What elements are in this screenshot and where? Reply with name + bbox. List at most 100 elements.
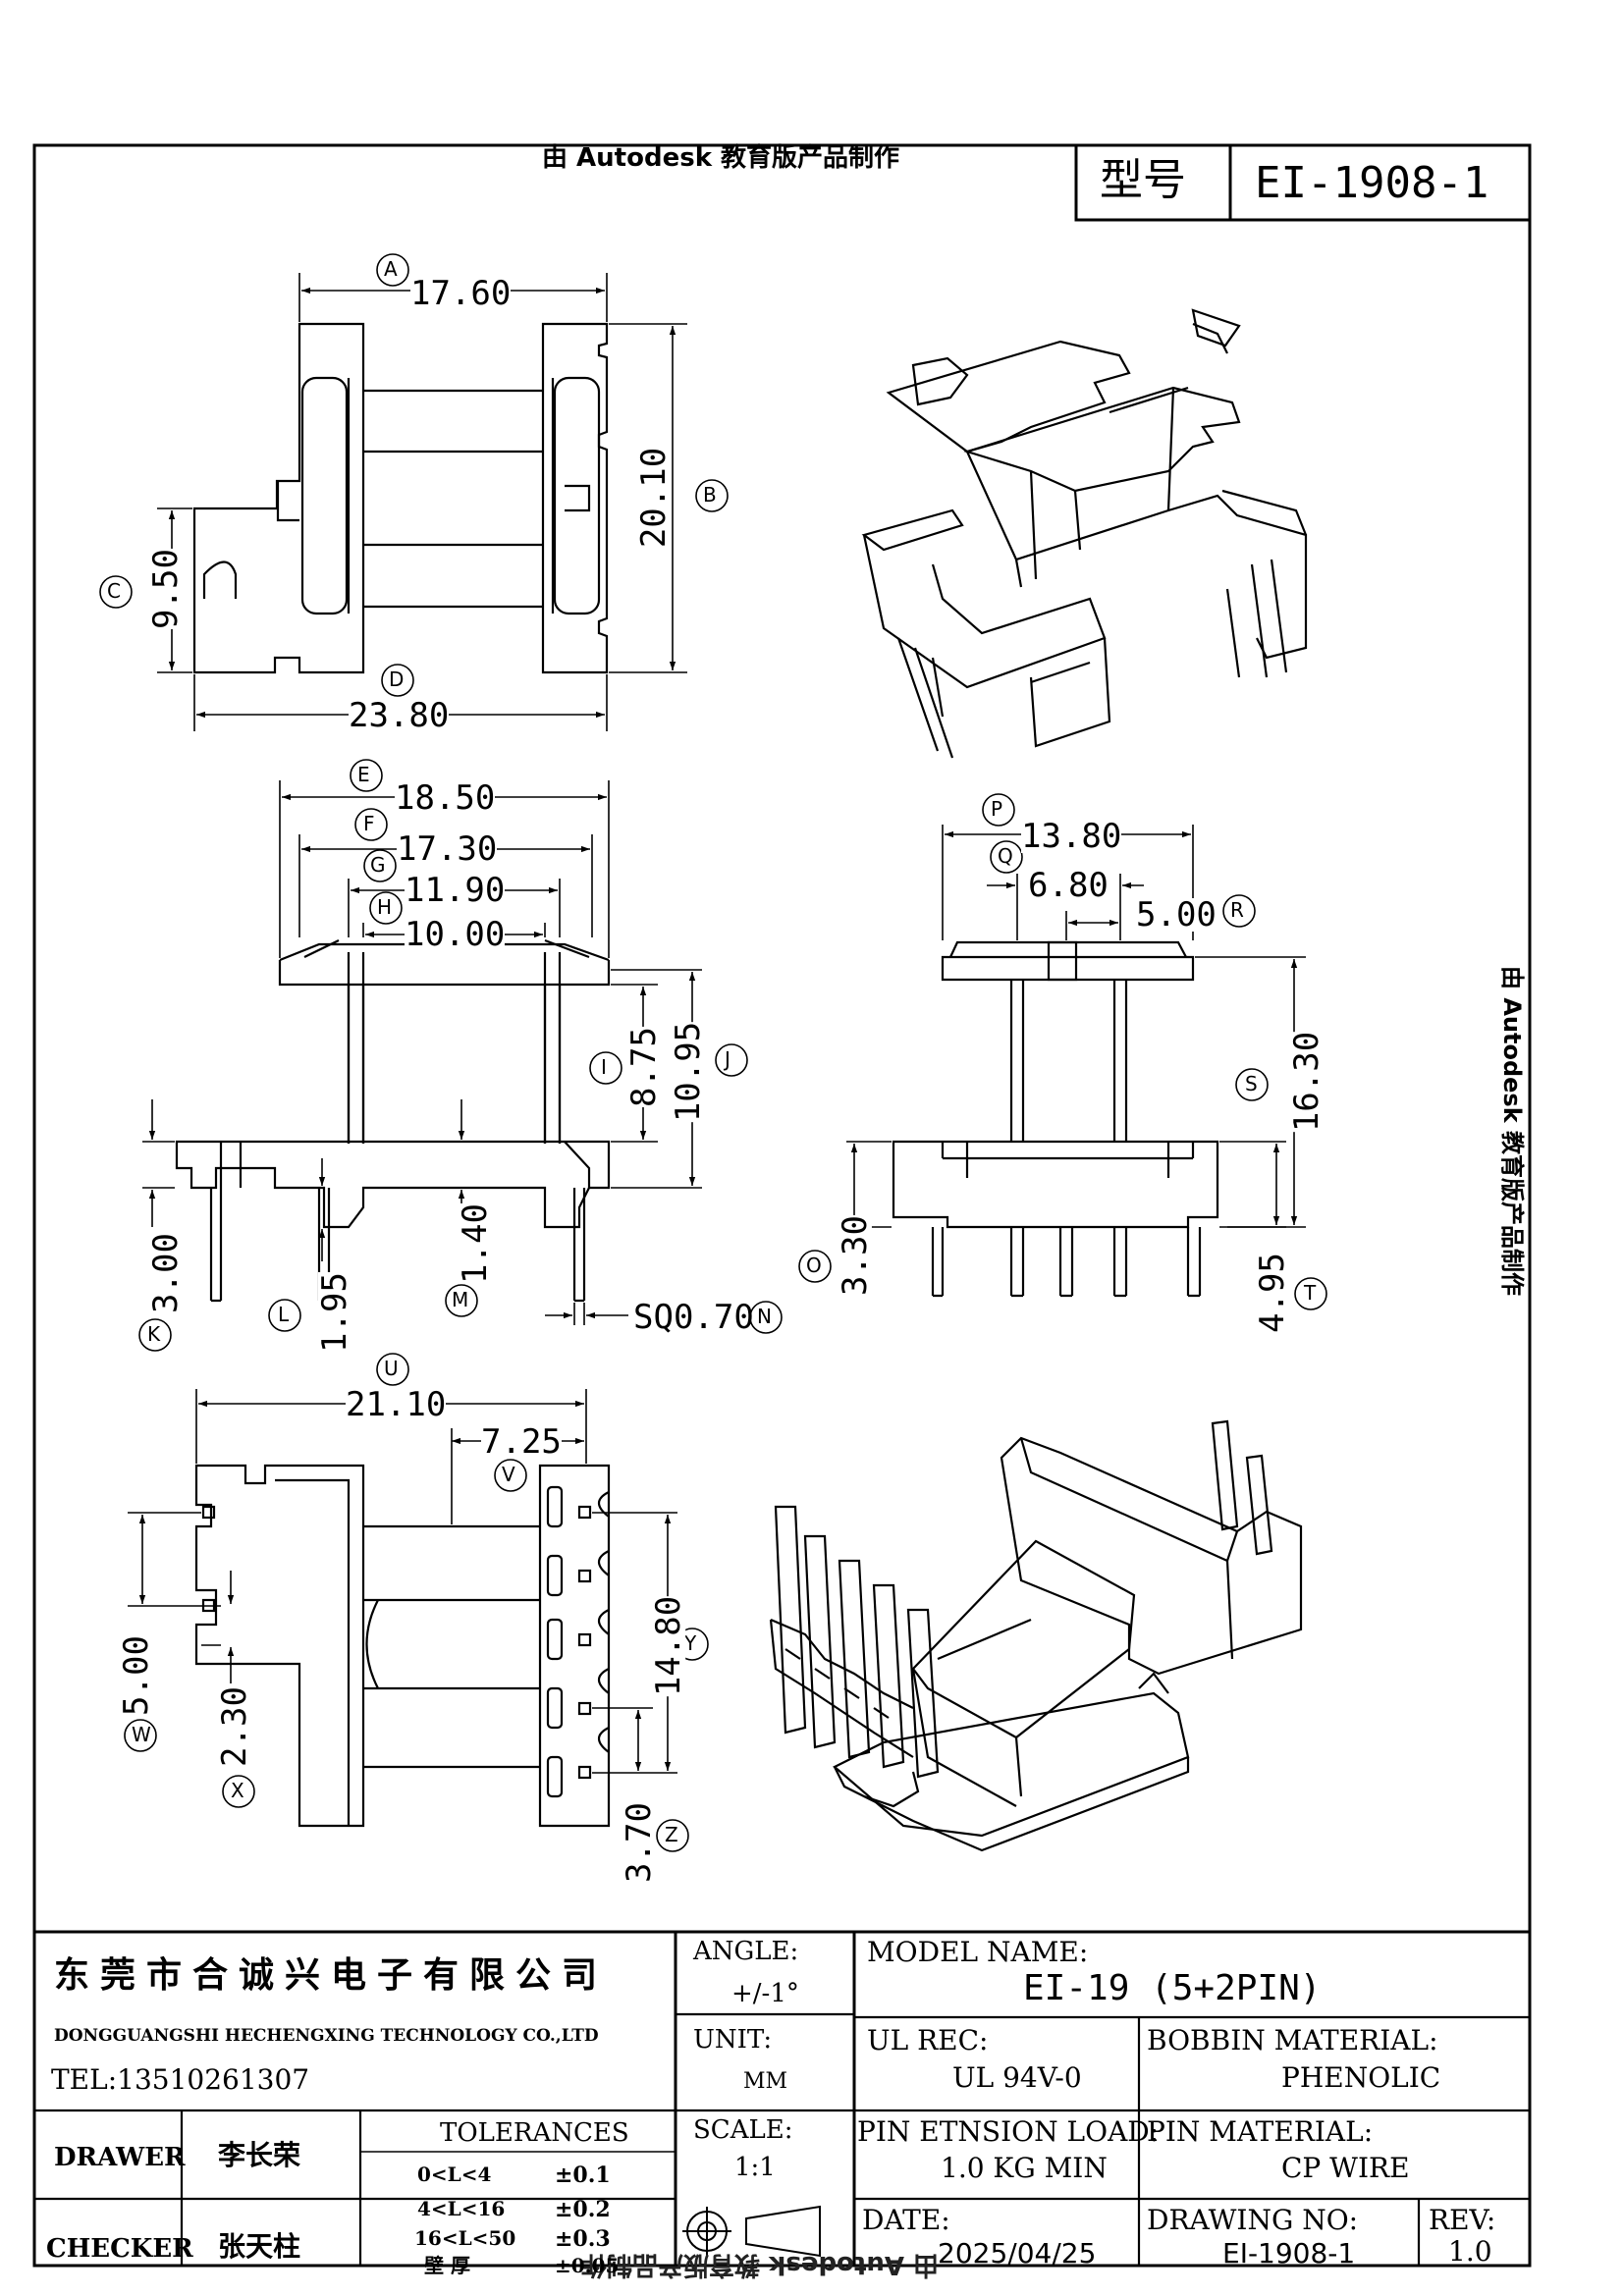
callout-u: U xyxy=(384,1357,399,1380)
company-tel: TEL:13510261307 xyxy=(51,2063,310,2096)
dim-m: 1.40 xyxy=(455,1203,495,1284)
model-value: EI-1908-1 xyxy=(1255,158,1489,208)
callout-p: P xyxy=(991,797,1003,821)
pin-load-value: 1.0 KG MIN xyxy=(941,2152,1108,2184)
watermark-right: 由 Autodesk 教育版产品制作 xyxy=(1498,965,1527,1297)
callout-o: O xyxy=(806,1254,822,1277)
tolerances-label: TOLERANCES xyxy=(440,2118,629,2148)
date-label: DATE: xyxy=(862,2204,950,2236)
pin-load-label: PIN ETNSION LOAD: xyxy=(857,2115,1160,2148)
bottom-view xyxy=(194,1464,611,1828)
drawing-no-value: EI-1908-1 xyxy=(1222,2237,1356,2269)
model-name-value: EI-19 (5+2PIN) xyxy=(1023,1968,1322,2008)
dim-o: 3.30 xyxy=(835,1215,875,1296)
callout-j: J xyxy=(725,1047,730,1071)
callout-y: Y xyxy=(684,1631,697,1655)
callout-n: N xyxy=(757,1305,772,1328)
callout-l: L xyxy=(278,1303,290,1326)
title-block-lines xyxy=(34,1930,1530,2266)
tolerance-value-1: ±0.2 xyxy=(555,2197,611,2222)
callout-b: B xyxy=(703,483,717,507)
company-name-en: DONGGUANGSHI HECHENGXING TECHNOLOGY CO.,… xyxy=(54,2026,599,2046)
dim-n: SQ0.70 xyxy=(633,1298,754,1337)
dim-j: 10.95 xyxy=(669,1021,709,1123)
dim-t: 4.95 xyxy=(1252,1253,1292,1333)
drawer-name: 李长荣 xyxy=(218,2139,301,2171)
callout-e: E xyxy=(357,763,370,786)
callout-k: K xyxy=(147,1322,161,1346)
callout-x: X xyxy=(231,1779,244,1802)
scale-label: SCALE: xyxy=(693,2115,793,2145)
callout-a: A xyxy=(384,257,398,281)
dim-a: 17.60 xyxy=(410,274,512,313)
dim-y: 14.80 xyxy=(649,1595,689,1697)
side-view xyxy=(892,940,1219,1298)
top-view xyxy=(192,322,609,674)
dim-f: 17.30 xyxy=(397,829,498,869)
dim-w: 5.00 xyxy=(116,1635,156,1716)
angle-value: +/-1° xyxy=(731,1979,799,2008)
model-name-label: MODEL NAME: xyxy=(867,1936,1089,1968)
tolerance-value-3: ±0.05 xyxy=(555,2254,620,2277)
dim-s: 16.30 xyxy=(1287,1031,1327,1133)
drawing-border xyxy=(32,143,1532,2268)
tolerance-range-0: 0<L<4 xyxy=(417,2163,492,2186)
tolerance-range-2: 16<L<50 xyxy=(414,2226,516,2250)
tolerance-value-2: ±0.3 xyxy=(555,2226,611,2252)
callout-g: G xyxy=(370,853,386,877)
ul-rec-value: UL 94V-0 xyxy=(952,2061,1082,2094)
watermark-top: 由 Autodesk 教育版产品制作 xyxy=(542,143,900,173)
unit-value: MM xyxy=(743,2069,788,2094)
dim-b: 20.10 xyxy=(634,447,675,549)
dim-u: 21.10 xyxy=(346,1385,447,1424)
dim-r: 5.00 xyxy=(1136,895,1217,934)
dim-q: 6.80 xyxy=(1028,866,1109,905)
callout-w: W xyxy=(132,1723,151,1746)
drawing-no-label: DRAWING NO: xyxy=(1147,2204,1359,2236)
callout-q: Q xyxy=(998,844,1013,868)
projection-symbol xyxy=(682,2205,821,2258)
tolerance-range-1: 4<L<16 xyxy=(417,2197,506,2220)
dim-d: 23.80 xyxy=(349,696,450,735)
dimension-callouts-1 xyxy=(99,253,729,697)
dim-e: 18.50 xyxy=(395,778,496,818)
dimension-callouts-2 xyxy=(138,759,783,1352)
drawer-label: DRAWER xyxy=(54,2143,186,2172)
dim-l: 1.95 xyxy=(314,1272,354,1353)
callout-m: M xyxy=(452,1288,469,1311)
dim-h: 10.00 xyxy=(405,915,506,954)
watermark-bottom-mirrored: 由 Autodesk 教育版产品制作 xyxy=(581,2250,940,2279)
callout-d: D xyxy=(389,667,405,691)
scale-value: 1:1 xyxy=(734,2153,776,2182)
angle-label: ANGLE: xyxy=(693,1937,799,1966)
pin-material-value: CP WIRE xyxy=(1281,2152,1410,2184)
rev-label: REV: xyxy=(1429,2204,1496,2236)
dim-k: 3.00 xyxy=(145,1233,186,1313)
bobbin-3d-view-bottom xyxy=(769,1419,1303,1852)
bobbin-material-label: BOBBIN MATERIAL: xyxy=(1147,2024,1438,2056)
callout-h: H xyxy=(377,895,393,919)
dim-c: 9.50 xyxy=(145,549,186,629)
callout-c: C xyxy=(107,579,121,603)
callout-r: R xyxy=(1230,898,1244,922)
callout-v: V xyxy=(502,1463,515,1486)
dim-g: 11.90 xyxy=(405,871,506,910)
tolerance-range-3: 壁 厚 xyxy=(424,2254,470,2277)
company-name-cn: 东莞市合诚兴电子有限公司 xyxy=(54,1955,609,1996)
bobbin-3d-view-top xyxy=(861,308,1308,759)
unit-label: UNIT: xyxy=(693,2025,773,2055)
checker-label: CHECKER xyxy=(46,2234,193,2264)
callout-s: S xyxy=(1245,1072,1258,1095)
dim-p: 13.80 xyxy=(1021,817,1122,856)
bobbin-material-value: PHENOLIC xyxy=(1281,2061,1441,2094)
dimension-callouts-3 xyxy=(798,793,1327,1310)
tolerance-value-0: ±0.1 xyxy=(555,2163,611,2188)
dim-v: 7.25 xyxy=(481,1422,562,1462)
bottom-view-dims xyxy=(128,1389,677,1774)
callout-i: I xyxy=(601,1055,607,1079)
pin-material-label: PIN MATERIAL: xyxy=(1147,2115,1374,2148)
checker-name: 张天柱 xyxy=(218,2230,301,2263)
front-view xyxy=(175,938,611,1303)
dimension-callouts-4 xyxy=(124,1353,709,1852)
